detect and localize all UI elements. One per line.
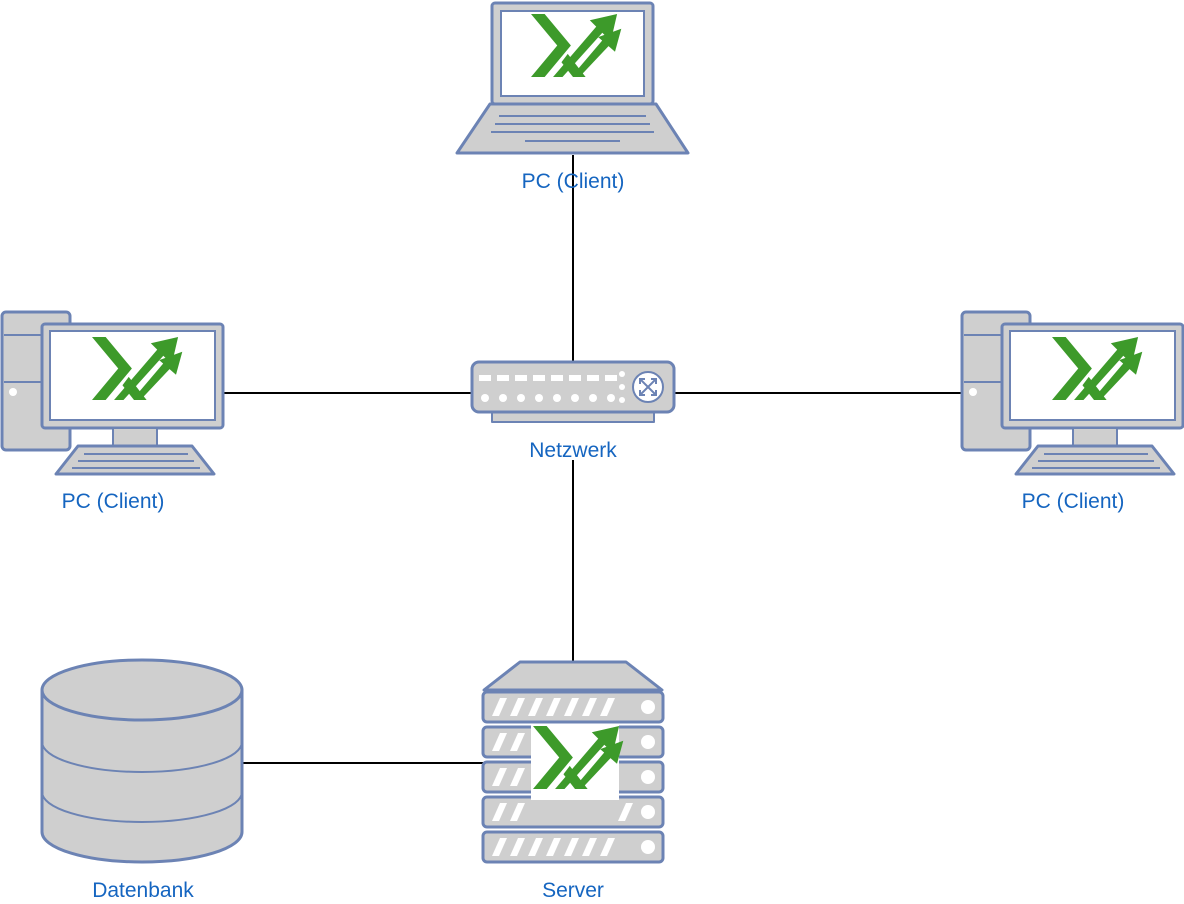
desktop-pc-icon[interactable] — [0, 310, 225, 476]
server-label: Server — [542, 879, 604, 902]
connections — [224, 155, 962, 764]
pc-left-label: PC (Client) — [62, 490, 165, 513]
desktop-pc-icon[interactable] — [960, 310, 1184, 476]
pc-right-label: PC (Client) — [1022, 490, 1125, 513]
laptop-label: PC (Client) — [522, 170, 625, 193]
server-rack-icon[interactable] — [481, 660, 665, 864]
laptop-icon[interactable] — [455, 1, 690, 155]
switch-label: Netzwerk — [529, 439, 617, 462]
database-label: Datenbank — [92, 879, 194, 902]
database-icon[interactable] — [40, 658, 244, 864]
network-switch-icon[interactable] — [470, 360, 676, 423]
